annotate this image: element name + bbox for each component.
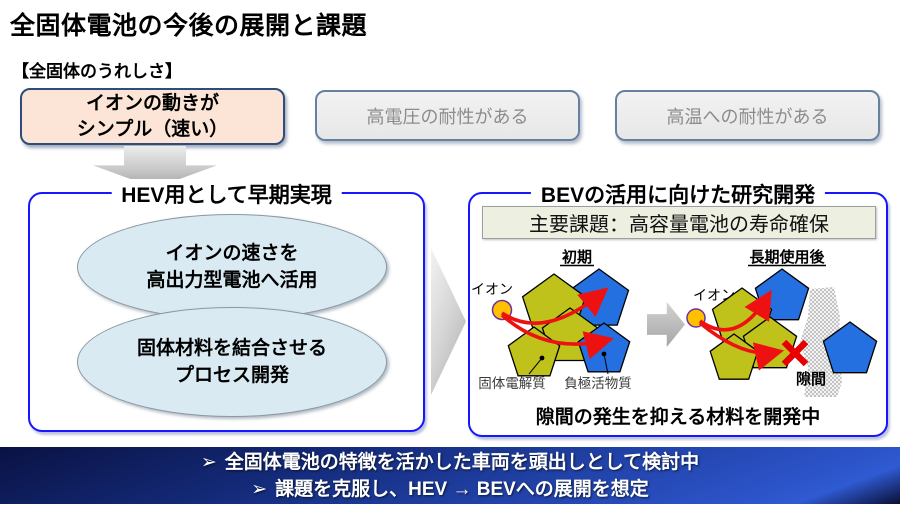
footer-line-2: ➢ 課題を克服し、HEV → BEVへの展開を想定 [251,476,649,503]
benefit-box-ion-simple: イオンの動きが シンプル（速い） [20,88,285,145]
footer-line-1-text: 全固体電池の特徴を活かした車両を頭出しとして検討中 [224,451,700,473]
bev-panel-title: BEVの活用に向けた研究開発 [530,179,826,209]
ion-path-arrow [500,313,614,360]
ion-label: イオン [472,281,513,297]
hev-ellipse2-line2: プロセス開発 [174,365,289,386]
anode-material-label: 負極活物質 [564,376,632,391]
hev-ellipse1-line2: 高出力型電池へ活用 [146,270,318,291]
footer-line-2-text: 課題を克服し、HEV → BEVへの展開を想定 [275,478,649,500]
ion-path-arrow [698,321,785,371]
footer-line-1: ➢ 全固体電池の特徴を活かした車両を頭出しとして検討中 [201,449,699,476]
hev-ellipse2-line1: 固体材料を結合させる [136,338,327,359]
benefit-box-high-temp: 高温への耐性がある [615,90,880,141]
hev-ellipse-process: 固体材料を結合させる プロセス開発 [77,307,387,417]
bev-panel-note: 隙間の発生を抑える材料を開発中 [535,407,821,428]
arrow-bullet-icon: ➢ [251,478,268,500]
gap-label: 隙間 [796,370,826,388]
benefit-box-high-temp-label: 高温への耐性がある [666,106,829,127]
diagram-initial-state: 初期 イオン 固体電解質 負極活物質 [472,248,632,391]
hev-ellipse1-line1: イオンの速さを [165,243,299,264]
footer-banner: ➢ 全固体電池の特徴を活かした車両を頭出しとして検討中 ➢ 課題を克服し、HEV →… [0,447,900,504]
benefit-box-high-voltage-label: 高電圧の耐性がある [366,106,529,127]
hev-panel: HEV用として早期実現 イオンの速さを 高出力型電池へ活用 固体材料を結合させる… [28,179,425,432]
ion-path-arrow [501,287,609,325]
key-issue-box: 主要課題：高容量電池の寿命確保 [482,206,876,239]
benefit-box-high-voltage: 高電圧の耐性がある [315,90,580,141]
right-arrow-icon [431,248,466,395]
gap-hatch-region [800,287,842,397]
hev-ellipse-ion-speed: イオンの速さを 高出力型電池へ活用 [77,214,387,320]
page-title: 全固体電池の今後の展開と課題 [10,12,368,40]
benefit-box-ion-line2: シンプル（速い） [76,118,229,140]
ion-label: イオン [693,287,735,303]
diagram-after-title: 長期使用後 [749,248,825,266]
benefits-heading: 【全固体のうれしさ】 [12,62,182,81]
arrow-bullet-icon: ➢ [200,451,217,473]
blocked-x-mark [781,339,809,367]
diagram-after-use: 長期使用後 イオン 隙間 [686,248,878,397]
ion-path-arrow [698,289,772,332]
benefit-box-ion-line1: イオンの動きが [85,92,219,114]
hev-panel-title: HEV用として早期実現 [111,179,342,209]
callout-line [528,357,543,375]
bev-panel: BEVの活用に向けた研究開発 主要課題：高容量電池の寿命確保 初期 イオン [468,179,888,437]
solid-electrolyte-label: 固体電解質 [478,376,546,391]
anode-pentagon-separated [822,321,878,374]
diagram-initial-title: 初期 [562,248,592,266]
callout-line [603,353,609,375]
